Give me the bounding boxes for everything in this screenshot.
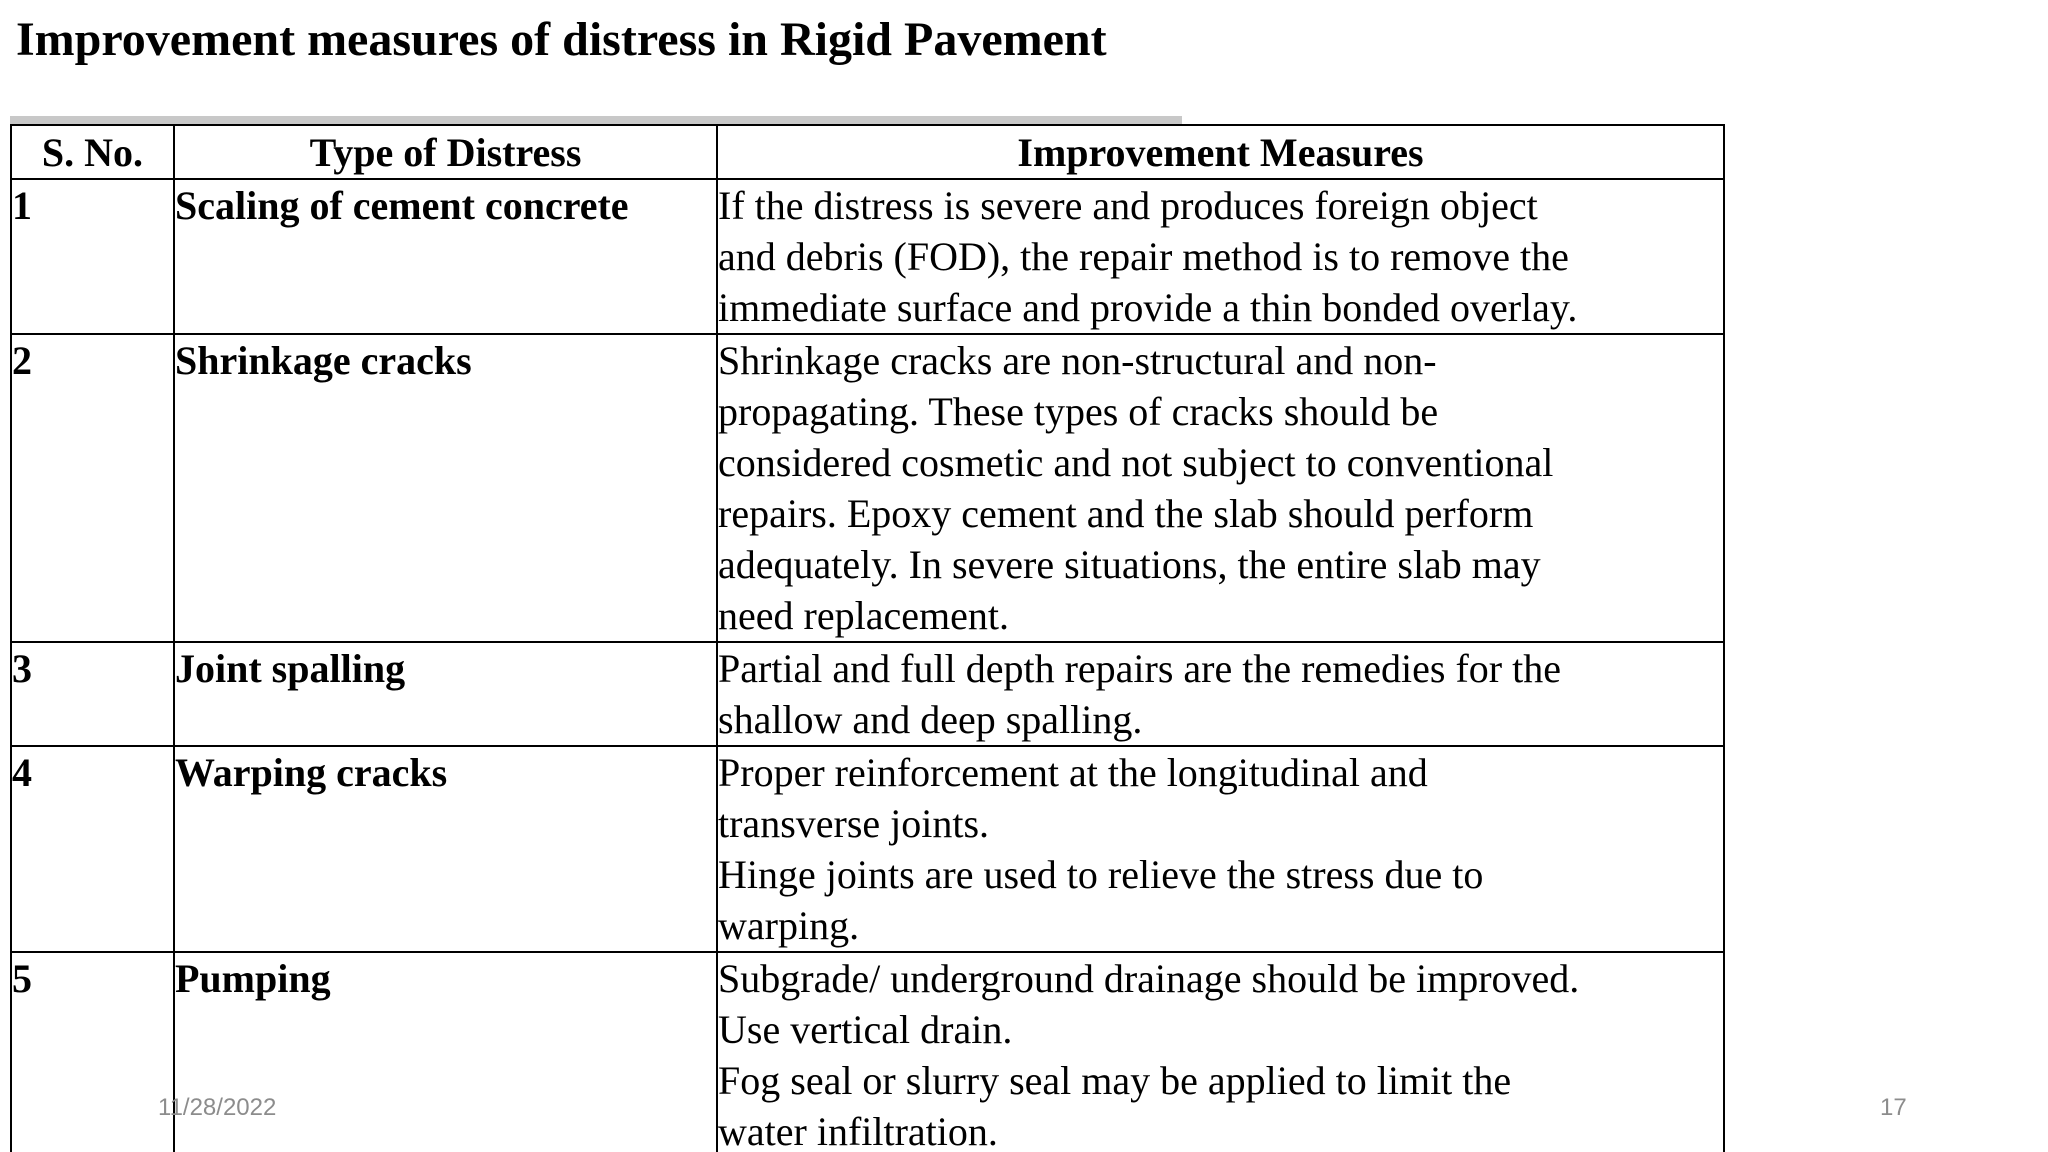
measure-line: Shrinkage cracks are non-structural and … bbox=[718, 338, 1437, 383]
slide-date: 11/28/2022 bbox=[158, 1094, 277, 1121]
measure-line: adequately. In severe situations, the en… bbox=[718, 542, 1541, 587]
measure-line: Use vertical drain. bbox=[718, 1007, 1013, 1052]
measure-line: transverse joints. bbox=[718, 801, 990, 846]
table-row: 3 Joint spalling Partial and full depth … bbox=[10, 641, 1725, 747]
row-improvement-measures: If the distress is severe and produces f… bbox=[716, 178, 1725, 335]
measure-line: warping. bbox=[718, 903, 860, 948]
row-sno: 5 bbox=[10, 951, 175, 1152]
table-row: 2 Shrinkage cracks Shrinkage cracks are … bbox=[10, 333, 1725, 643]
measure-line: propagating. These types of cracks shoul… bbox=[718, 389, 1439, 434]
measure-line: Fog seal or slurry seal may be applied t… bbox=[718, 1058, 1512, 1103]
distress-table: S. No. Type of Distress Improvement Meas… bbox=[10, 124, 1725, 1152]
header-improvement-measures: Improvement Measures bbox=[716, 124, 1725, 180]
row-distress-type: Warping cracks bbox=[173, 745, 718, 953]
row-distress-type: Pumping bbox=[173, 951, 718, 1152]
measure-line: water infiltration. bbox=[718, 1109, 998, 1152]
table-row: 1 Scaling of cement concrete If the dist… bbox=[10, 178, 1725, 335]
table-header-row: S. No. Type of Distress Improvement Meas… bbox=[10, 124, 1725, 180]
table-row: 5 Pumping Subgrade/ underground drainage… bbox=[10, 951, 1725, 1152]
measure-line: shallow and deep spalling. bbox=[718, 697, 1143, 742]
measure-line: Subgrade/ underground drainage should be… bbox=[718, 956, 1580, 1001]
title-divider bbox=[10, 116, 1182, 124]
measure-line: If the distress is severe and produces f… bbox=[718, 183, 1538, 228]
slide-page-number: 17 bbox=[1880, 1094, 1907, 1121]
header-sno: S. No. bbox=[10, 124, 175, 180]
row-improvement-measures: Partial and full depth repairs are the r… bbox=[716, 641, 1725, 747]
measure-line: repairs. Epoxy cement and the slab shoul… bbox=[718, 491, 1534, 536]
row-sno: 2 bbox=[10, 333, 175, 643]
row-improvement-measures: Shrinkage cracks are non-structural and … bbox=[716, 333, 1725, 643]
header-type-of-distress: Type of Distress bbox=[173, 124, 718, 180]
row-improvement-measures: Proper reinforcement at the longitudinal… bbox=[716, 745, 1725, 953]
row-distress-type: Shrinkage cracks bbox=[173, 333, 718, 643]
measure-line: Partial and full depth repairs are the r… bbox=[718, 646, 1561, 691]
measure-line: considered cosmetic and not subject to c… bbox=[718, 440, 1554, 485]
row-sno: 3 bbox=[10, 641, 175, 747]
row-distress-type: Scaling of cement concrete bbox=[173, 178, 718, 335]
measure-line: Proper reinforcement at the longitudinal… bbox=[718, 750, 1428, 795]
measure-line: immediate surface and provide a thin bon… bbox=[718, 285, 1578, 330]
slide-title: Improvement measures of distress in Rigi… bbox=[16, 13, 1107, 66]
row-distress-type: Joint spalling bbox=[173, 641, 718, 747]
measure-line: and debris (FOD), the repair method is t… bbox=[718, 234, 1569, 279]
row-improvement-measures: Subgrade/ underground drainage should be… bbox=[716, 951, 1725, 1152]
distress-table-container: S. No. Type of Distress Improvement Meas… bbox=[10, 124, 1725, 1152]
measure-line: need replacement. bbox=[718, 593, 1009, 638]
row-sno: 4 bbox=[10, 745, 175, 953]
row-sno: 1 bbox=[10, 178, 175, 335]
table-row: 4 Warping cracks Proper reinforcement at… bbox=[10, 745, 1725, 953]
measure-line: Hinge joints are used to relieve the str… bbox=[718, 852, 1484, 897]
